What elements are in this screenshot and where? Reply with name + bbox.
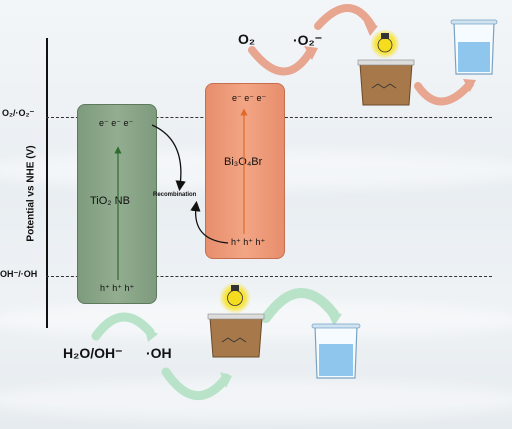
- clean-flask-icon-bottom: [311, 323, 361, 379]
- lamp-icon-top: [370, 29, 400, 59]
- lamp-icon-bottom: [219, 282, 251, 314]
- electron-transfer-arrow: [151, 124, 186, 192]
- tio2-holes: h⁺ h⁺ h⁺: [100, 283, 135, 293]
- oh-level-label: OH⁻/·OH: [0, 269, 38, 279]
- water-label: H₂O/OH⁻: [63, 345, 123, 361]
- bi-label: Bi₃O₄Br: [224, 156, 263, 168]
- tio2-electrons: e⁻ e⁻ e⁻: [99, 118, 134, 128]
- o2-to-superoxide-arrow: [248, 46, 314, 76]
- o2-label: O₂: [238, 31, 256, 47]
- oh-level-line: [46, 276, 492, 277]
- o2-level-label: O₂/·O₂⁻: [2, 108, 35, 118]
- clean-flask-icon-top: [450, 19, 498, 75]
- bi-holes: h⁺ h⁺ h⁺: [231, 237, 266, 247]
- hydroxyl-label: ·OH: [146, 345, 172, 361]
- superoxide-label: ·O₂⁻: [293, 32, 323, 48]
- hydroxyl-to-lamp-arrow: [161, 367, 231, 400]
- superoxide-to-lamp-arrow: [314, 4, 376, 30]
- potential-axis: [46, 38, 48, 328]
- dye-beaker-icon-bottom: [207, 313, 265, 358]
- hole-transfer-arrow: [190, 200, 229, 244]
- dye-beaker-icon-top: [357, 59, 415, 106]
- recombination-label: Recombination: [153, 192, 197, 198]
- tio2-band-box: [77, 104, 157, 304]
- water-to-hydroxyl-arrow: [91, 312, 155, 341]
- background-wave: [0, 380, 512, 420]
- beaker-to-flask-arrow-top: [414, 80, 474, 106]
- tio2-label: TiO₂ NB: [90, 195, 130, 207]
- bi-electrons: e⁻ e⁻ e⁻: [232, 93, 267, 103]
- beaker-to-flask-arrow-bottom: [261, 288, 339, 323]
